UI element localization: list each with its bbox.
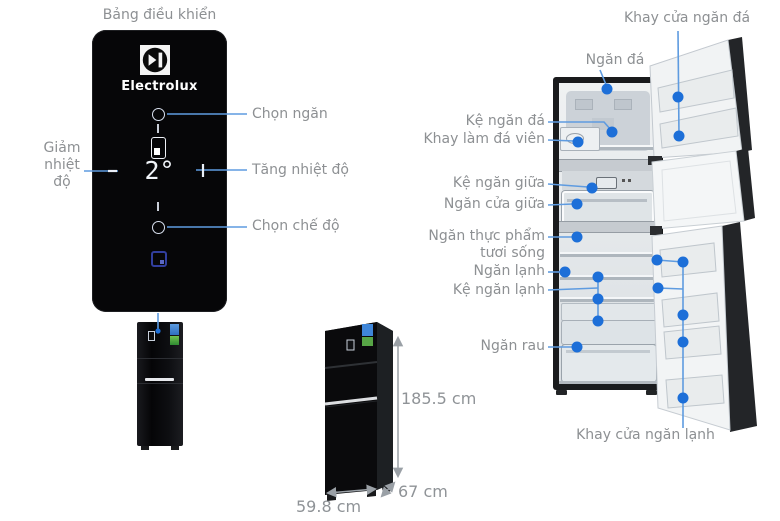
freezer-vent — [575, 99, 593, 110]
cooler-shelf-highlight — [560, 275, 656, 277]
callout-fresh-food: Ngăn thực phẩm tươi sống — [428, 228, 545, 261]
cabinet-kick-strip — [559, 381, 657, 384]
cooler-shelf — [560, 299, 656, 302]
dimension-width: 59.8 cm — [296, 497, 362, 516]
callout-decrease-temperature: Giảm nhiệt độ — [43, 140, 81, 190]
chiller-drawer — [561, 303, 657, 321]
mode-icon — [151, 251, 167, 267]
brand-wordmark: Electrolux — [121, 79, 198, 94]
middle-indicator — [622, 179, 625, 182]
electrolux-logo-icon — [140, 45, 170, 75]
callout-increase-temperature: Tăng nhiệt độ — [252, 162, 349, 178]
ice-tray-knob — [566, 133, 584, 144]
dimension-arrows — [325, 335, 404, 498]
compartment-divider — [559, 221, 657, 233]
freezer-shelf-highlight — [560, 145, 656, 147]
panel-tick — [157, 202, 159, 211]
middle-control-plate — [596, 177, 617, 189]
callout-middle-shelf: Kệ ngăn giữa — [452, 175, 545, 191]
compartment-select-button-icon — [152, 108, 165, 121]
callout-freezer-door-tray: Khay cửa ngăn đá — [623, 10, 751, 26]
middle-drawer — [562, 191, 654, 224]
fridge-3d-view — [324, 322, 393, 501]
dimension-height: 185.5 cm — [401, 389, 477, 408]
mini-fridge-display — [148, 331, 155, 341]
callout-cooler-door-tray: Khay cửa ngăn lạnh — [576, 427, 715, 443]
callout-cooler: Ngăn lạnh — [473, 263, 545, 279]
cooler-shelf-highlight — [560, 252, 656, 254]
vegetable-drawer-lip — [566, 350, 650, 353]
fridge-foot — [556, 390, 567, 395]
callout-cooler-shelf: Kệ ngăn lạnh — [452, 282, 545, 298]
middle-door-open — [650, 148, 755, 235]
freezer-door-open — [648, 37, 752, 165]
fridge-foot — [171, 446, 179, 450]
control-panel: Electrolux 2° — [92, 30, 227, 312]
door-divider — [137, 358, 183, 359]
middle-drawer-lip — [567, 199, 647, 202]
cooler-shelf — [560, 277, 656, 280]
callout-middle-door-bin: Ngăn cửa giữa — [443, 196, 545, 212]
callout-freezer-shelf: Kệ ngăn đá — [465, 113, 545, 129]
panel-tick — [157, 124, 159, 133]
mini-fridge-front-view — [137, 322, 183, 450]
energy-sticker-green — [170, 336, 179, 345]
control-panel-title: Bảng điều khiển — [102, 7, 217, 23]
cooler-door-open — [651, 222, 757, 432]
upper-crisper-drawer — [561, 320, 657, 345]
fridge-3d-display — [346, 339, 355, 351]
cooler-shelf — [560, 254, 656, 257]
fridge-foot — [141, 446, 149, 450]
fridge-foot — [646, 390, 657, 395]
callout-select-compartment: Chọn ngăn — [252, 106, 328, 122]
callout-select-mode: Chọn chế độ — [252, 218, 340, 234]
freezer-shelf — [560, 147, 656, 150]
energy-sticker-blue — [170, 324, 179, 335]
middle-indicator — [628, 179, 631, 182]
callout-ice-cube-tray: Khay làm đá viên — [423, 131, 545, 147]
fridge-icon — [151, 137, 166, 159]
energy-sticker-green — [362, 337, 373, 346]
mode-select-button-icon — [152, 221, 165, 234]
freezer-vent — [614, 99, 632, 110]
door-handle — [145, 378, 174, 381]
dimension-depth: 67 cm — [398, 482, 448, 501]
callout-vegetable-drawer: Ngăn rau — [480, 338, 545, 354]
door-divider — [137, 383, 183, 384]
cooler-shelf-highlight — [560, 297, 656, 299]
temperature-display: 2° — [144, 156, 175, 185]
callout-freezer: Ngăn đá — [585, 52, 645, 68]
energy-sticker-blue — [362, 324, 373, 336]
